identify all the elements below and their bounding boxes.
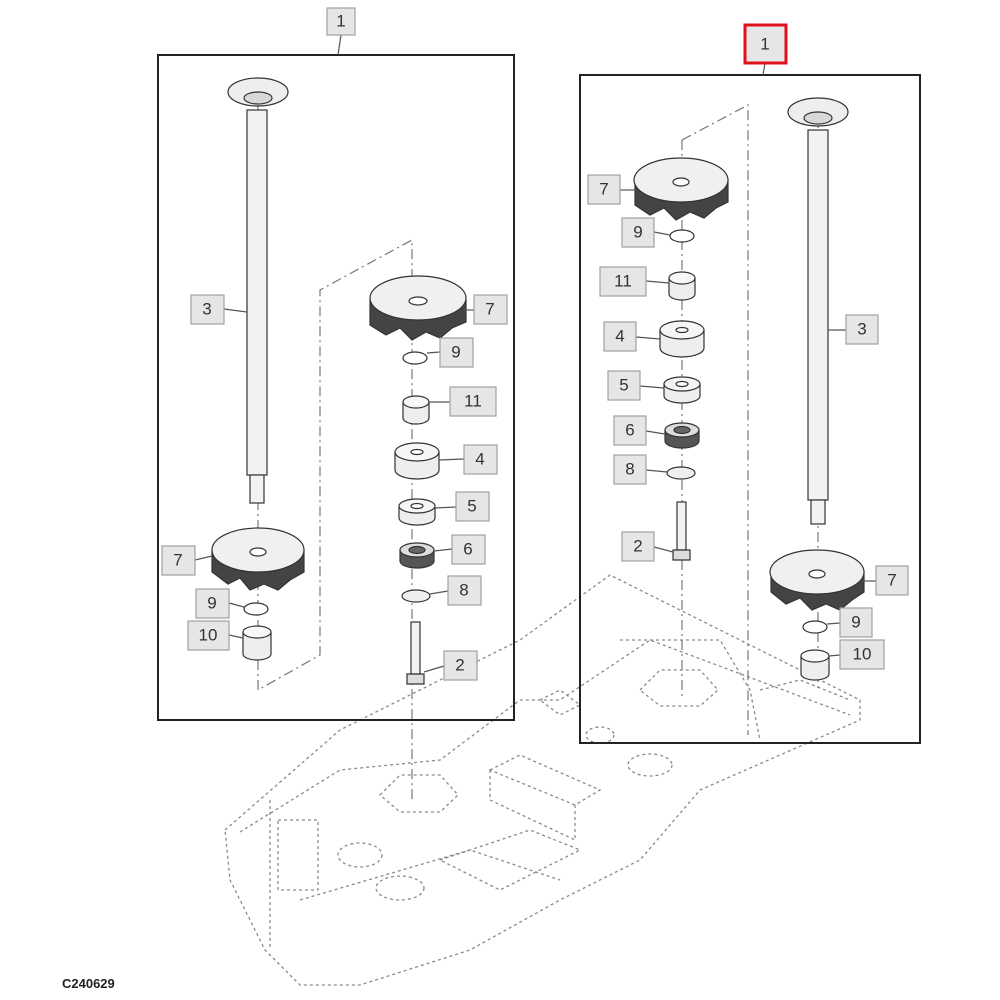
left-lower-sprocket-callout: 7 — [173, 551, 182, 570]
left-callouts: 1 3 7 9 11 4 5 6 8 2 7 9 — [161, 7, 508, 681]
left-bearing-callout: 6 — [463, 540, 472, 559]
right-large-washer-callout: 5 — [619, 376, 628, 395]
chassis-frame — [224, 574, 861, 986]
right-shaft-part — [787, 97, 849, 525]
left-lower-sprocket-part — [211, 527, 305, 661]
left-upper-sprocket-callout: 7 — [485, 300, 494, 319]
right-upper-ring-part — [669, 229, 695, 243]
left-spacer-part — [394, 442, 440, 480]
right-bolt-callout: 2 — [633, 537, 642, 556]
left-lower-bushing-callout: 10 — [199, 626, 218, 645]
right-upper-sprocket-part — [633, 157, 729, 221]
left-upper-bushing-part — [402, 395, 430, 425]
left-spacer-callout: 4 — [475, 450, 484, 469]
right-assembly-panel — [579, 74, 921, 744]
right-small-washer-part — [666, 466, 696, 480]
left-upper-bushing-callout: 11 — [464, 392, 482, 411]
left-upper-ring-part — [402, 351, 428, 365]
left-large-washer-part — [398, 498, 436, 526]
right-header-callout[interactable]: 1 — [760, 35, 769, 54]
right-callouts: 1 7 9 11 4 5 6 8 2 3 7 9 — [587, 23, 909, 670]
left-bearing-part — [399, 542, 435, 569]
right-lower-sprocket-part — [769, 549, 865, 681]
left-bolt-part — [406, 621, 425, 685]
right-lower-sprocket-callout: 7 — [887, 571, 896, 590]
right-large-washer-part — [663, 376, 701, 404]
left-small-washer-callout: 8 — [459, 581, 468, 600]
left-header-callout: 1 — [336, 12, 345, 31]
left-lower-ring-callout: 9 — [207, 594, 216, 613]
right-spacer-part — [659, 320, 705, 358]
figure-id-label: C240629 — [62, 976, 115, 991]
right-upper-bushing-callout: 11 — [614, 272, 632, 291]
right-spacer-callout: 4 — [615, 327, 624, 346]
right-bearing-callout: 6 — [625, 421, 634, 440]
right-lower-bushing-callout: 10 — [853, 645, 872, 664]
right-upper-ring-callout: 9 — [633, 223, 642, 242]
left-assembly-panel — [157, 54, 515, 721]
right-small-washer-callout: 8 — [625, 460, 634, 479]
right-bolt-part — [672, 501, 691, 561]
right-upper-sprocket-callout: 7 — [599, 180, 608, 199]
left-upper-sprocket-part — [369, 275, 467, 341]
left-shaft-part — [227, 77, 289, 504]
left-large-washer-callout: 5 — [467, 497, 476, 516]
left-bolt-callout: 2 — [455, 656, 464, 675]
left-upper-ring-callout: 9 — [451, 343, 460, 362]
right-header-highlight-box[interactable] — [743, 23, 788, 65]
left-small-washer-part — [401, 589, 431, 603]
right-shaft-callout: 3 — [857, 320, 866, 339]
left-shaft-callout: 3 — [202, 300, 211, 319]
right-upper-bushing-part — [668, 271, 696, 301]
right-lower-ring-callout: 9 — [851, 613, 860, 632]
right-bearing-part — [664, 422, 700, 449]
